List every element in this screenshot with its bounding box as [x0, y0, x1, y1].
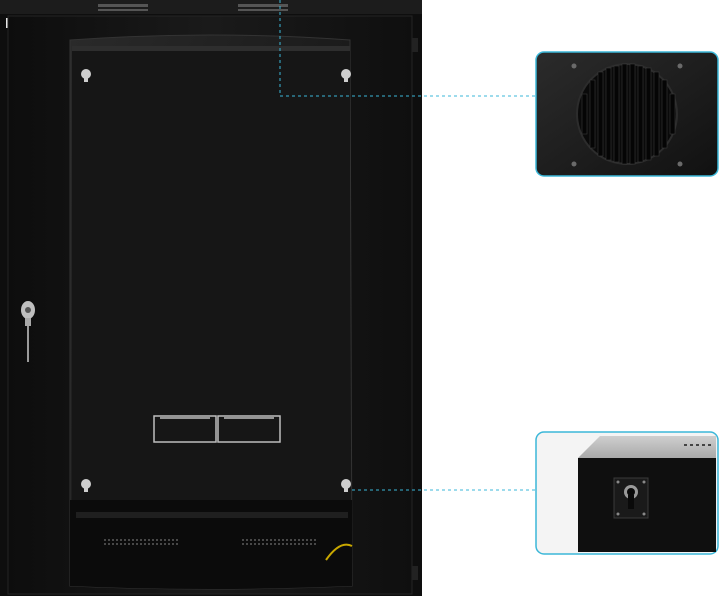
ventilation-fan-grille-icon: [571, 63, 683, 167]
inner-keyhole-bottom-left: [81, 479, 91, 492]
hinge-bottom: [412, 566, 418, 580]
wall-mount-keyhole-icon: [613, 477, 649, 519]
inner-keyhole-top-left: [81, 69, 91, 82]
cabinet-body: CE: [0, 0, 422, 596]
cable-entry-knockouts: [153, 415, 281, 443]
inner-keyhole-top-right: [341, 69, 351, 82]
hinge-top: [412, 38, 418, 52]
bottom-vent-slots: [104, 539, 318, 545]
top-vent-slots: [98, 4, 288, 11]
ground-cable: [325, 543, 353, 561]
keyhole-detail-callout: [535, 431, 719, 555]
door-lock-icon: [21, 301, 35, 362]
inner-keyhole-bottom-right: [341, 479, 351, 492]
callout-lines: [279, 0, 536, 491]
vent-detail-callout: [535, 51, 719, 177]
